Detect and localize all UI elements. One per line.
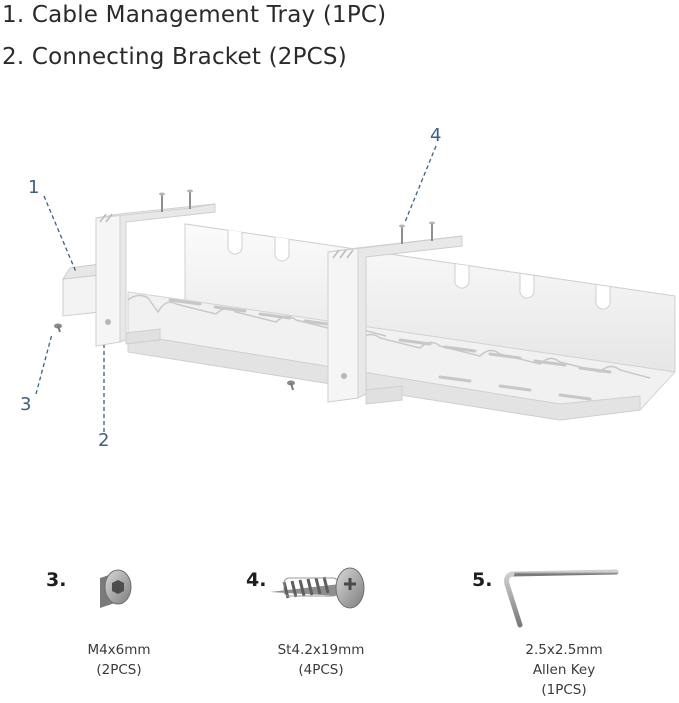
callout-label-4: 4	[430, 125, 441, 146]
hardware-size: 2.5x2.5mm	[525, 642, 603, 658]
callout-label-2: 2	[98, 430, 109, 451]
loose-screw	[54, 323, 295, 391]
parts-list-item-tray: 1. Cable Management Tray (1PC)	[2, 2, 387, 28]
callout-label-3: 3	[20, 394, 31, 415]
hardware-caption-st-screw: St4.2x19mm (4PCS)	[246, 640, 396, 680]
hardware-quantity: (1PCS)	[541, 682, 587, 698]
hardware-quantity: (4PCS)	[298, 662, 344, 678]
hardware-size: M4x6mm	[87, 642, 151, 658]
hardware-size: St4.2x19mm	[277, 642, 365, 658]
hardware-number-3: 3.	[46, 569, 67, 591]
connecting-bracket-right	[327, 235, 463, 405]
allen-key-icon	[504, 569, 619, 628]
cable-tray	[127, 223, 677, 421]
hardware-name: Allen Key	[532, 662, 596, 678]
tray-end-plate	[62, 263, 101, 317]
hardware-number-5: 5.	[472, 569, 493, 591]
hardware-quantity: (2PCS)	[96, 662, 142, 678]
self-tapping-screw-icon	[270, 567, 365, 609]
callout-leaders	[35, 145, 437, 432]
hardware-caption-m4-screw: M4x6mm (2PCS)	[44, 640, 194, 680]
hardware-caption-allen-key: 2.5x2.5mm Allen Key (1PCS)	[489, 640, 639, 700]
hex-socket-screw-icon	[100, 569, 132, 608]
bracket-top-screws	[159, 189, 435, 244]
connecting-bracket-left	[95, 203, 216, 347]
hardware-number-4: 4.	[246, 569, 267, 591]
parts-list-item-bracket: 2. Connecting Bracket (2PCS)	[2, 44, 347, 70]
callout-label-1: 1	[28, 177, 39, 198]
